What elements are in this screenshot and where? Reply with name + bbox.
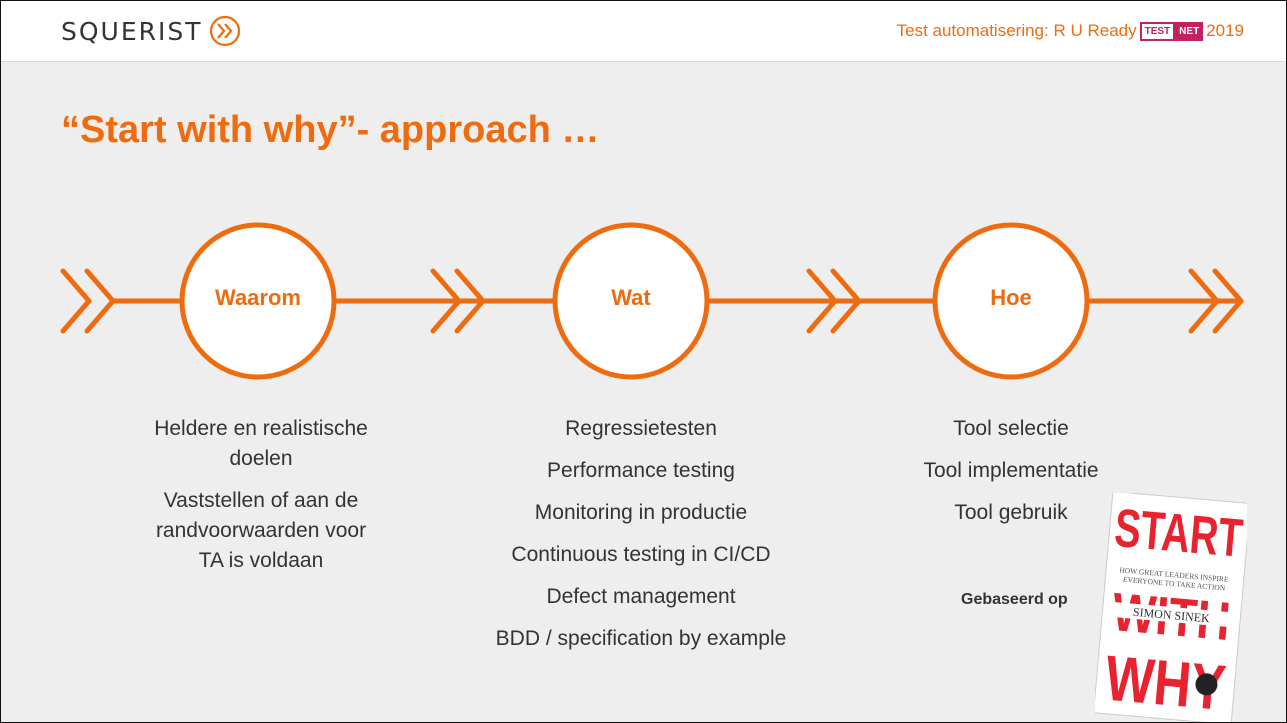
wat-list: Regressietesten Performance testing Moni…	[451, 414, 831, 666]
list-item: Continuous testing in CI/CD	[511, 543, 771, 566]
waarom-list: Heldere en realistische doelen Vaststell…	[141, 414, 381, 588]
hoe-list: Tool selectie Tool implementatie Tool ge…	[901, 414, 1121, 540]
badge-left: TEST	[1139, 21, 1176, 41]
chevron-icon	[430, 268, 462, 334]
list-item: Tool implementatie	[923, 459, 1099, 482]
badge-right: NET	[1175, 21, 1204, 41]
list-item: Regressietesten	[565, 417, 717, 440]
double-chevron-logo-icon	[209, 15, 240, 47]
step-label-hoe: Hoe	[990, 285, 1032, 310]
page-title: “Start with why”- approach …	[61, 109, 600, 151]
list-item: Tool gebruik	[954, 501, 1068, 524]
step-label-wat: Wat	[611, 285, 651, 310]
list-item: Performance testing	[547, 459, 735, 482]
chevron-icon	[1212, 268, 1244, 334]
logo-text: SQUERIST	[61, 16, 203, 46]
list-item: Heldere en realistische doelen	[154, 417, 368, 470]
step-label-waarom: Waarom	[215, 285, 301, 310]
book-author: SIMON SINEK	[1132, 605, 1210, 626]
event-prefix: Test automatisering: R U Ready	[896, 21, 1137, 40]
list-item: Tool selectie	[953, 417, 1069, 440]
based-on-label: Gebaseerd op	[961, 591, 1068, 608]
list-item: BDD / specification by example	[495, 627, 787, 650]
list-item: Vaststellen of aan de randvoorwaarden vo…	[155, 489, 367, 572]
book-cover-image: START HOW GREAT LEADERS INSPIRE EVERYONE…	[1095, 493, 1247, 722]
squerist-logo: SQUERIST	[61, 15, 241, 47]
list-item: Defect management	[546, 585, 736, 608]
chevron-icon	[1188, 268, 1220, 334]
process-flow: Waarom Wat Hoe	[1, 201, 1286, 401]
chevron-icon	[60, 268, 92, 334]
book-title-line: START	[1112, 498, 1245, 569]
flow-diagram	[60, 222, 1244, 380]
chevron-icon	[806, 268, 838, 334]
header-bar: SQUERIST Test automatisering: R U Ready …	[1, 1, 1286, 62]
list-item: Monitoring in productie	[534, 501, 748, 524]
event-year: 2019	[1206, 21, 1244, 40]
